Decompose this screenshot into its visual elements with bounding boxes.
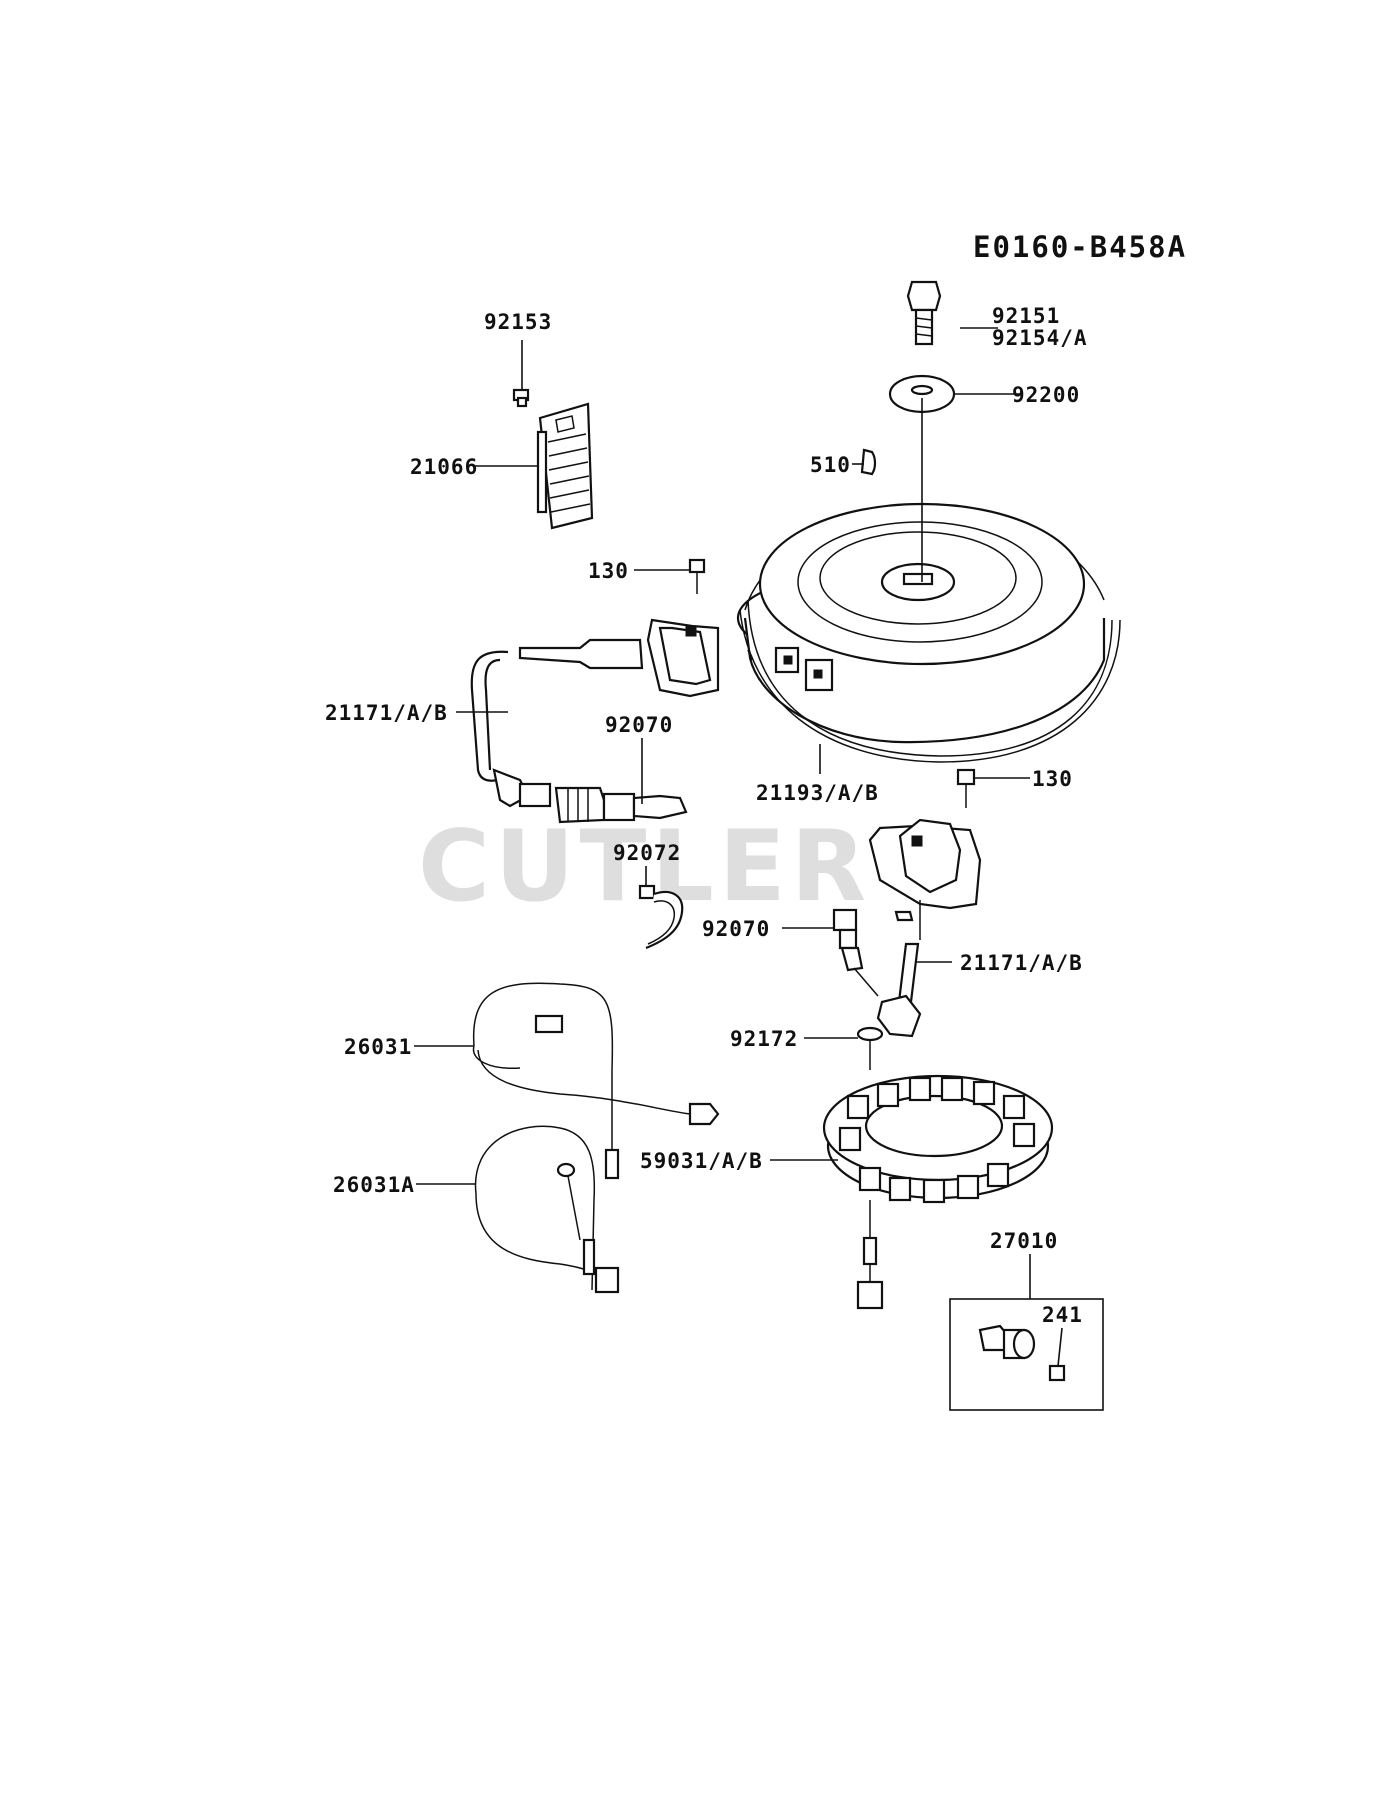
label-26031A: 26031A bbox=[333, 1173, 415, 1197]
oil-pressure-switch bbox=[978, 1324, 1036, 1360]
bolt-92151 bbox=[906, 280, 942, 346]
screw-241 bbox=[1048, 1364, 1066, 1382]
label-92154A: 92154/A bbox=[992, 326, 1088, 350]
label-21193: 21193/A/B bbox=[756, 781, 879, 805]
label-92153: 92153 bbox=[484, 310, 552, 334]
regulator-21066 bbox=[536, 402, 594, 530]
screw-92153 bbox=[512, 340, 530, 408]
label-21066: 21066 bbox=[410, 455, 478, 479]
label-92072: 92072 bbox=[613, 841, 681, 865]
label-510: 510 bbox=[810, 453, 851, 477]
label-92070-lower: 92070 bbox=[702, 917, 770, 941]
spark-plug-lower bbox=[832, 908, 879, 997]
label-26031: 26031 bbox=[344, 1035, 412, 1059]
harness-26031A bbox=[474, 1125, 620, 1294]
ignition-coil-left bbox=[470, 618, 720, 808]
label-27010: 27010 bbox=[990, 1229, 1058, 1253]
leader-lines bbox=[414, 327, 1063, 1367]
flywheel-21193 bbox=[736, 502, 1121, 763]
label-92070-upper: 92070 bbox=[605, 713, 673, 737]
plug-cap-92072 bbox=[638, 884, 684, 950]
washer-92200 bbox=[888, 374, 956, 414]
stator-59031 bbox=[822, 1074, 1054, 1310]
switch-box-27010 bbox=[949, 1298, 1104, 1411]
harness-26031 bbox=[472, 982, 720, 1180]
label-92200: 92200 bbox=[1012, 383, 1080, 407]
diagram-code: E0160-B458A bbox=[973, 230, 1187, 264]
label-92172: 92172 bbox=[730, 1027, 798, 1051]
label-21171-right: 21171/A/B bbox=[960, 951, 1083, 975]
screw-92172 bbox=[856, 1026, 884, 1070]
label-130-left: 130 bbox=[588, 559, 629, 583]
spark-plug-upper bbox=[554, 786, 688, 824]
label-92151: 92151 bbox=[992, 304, 1060, 328]
label-241: 241 bbox=[1042, 1303, 1083, 1327]
ignition-coil-right bbox=[868, 818, 982, 1038]
screw-130-left bbox=[688, 558, 706, 594]
label-21171-left: 21171/A/B bbox=[325, 701, 448, 725]
screw-130-right bbox=[956, 768, 976, 808]
label-59031: 59031/A/B bbox=[640, 1149, 763, 1173]
label-130-right: 130 bbox=[1032, 767, 1073, 791]
key-510 bbox=[860, 448, 877, 476]
